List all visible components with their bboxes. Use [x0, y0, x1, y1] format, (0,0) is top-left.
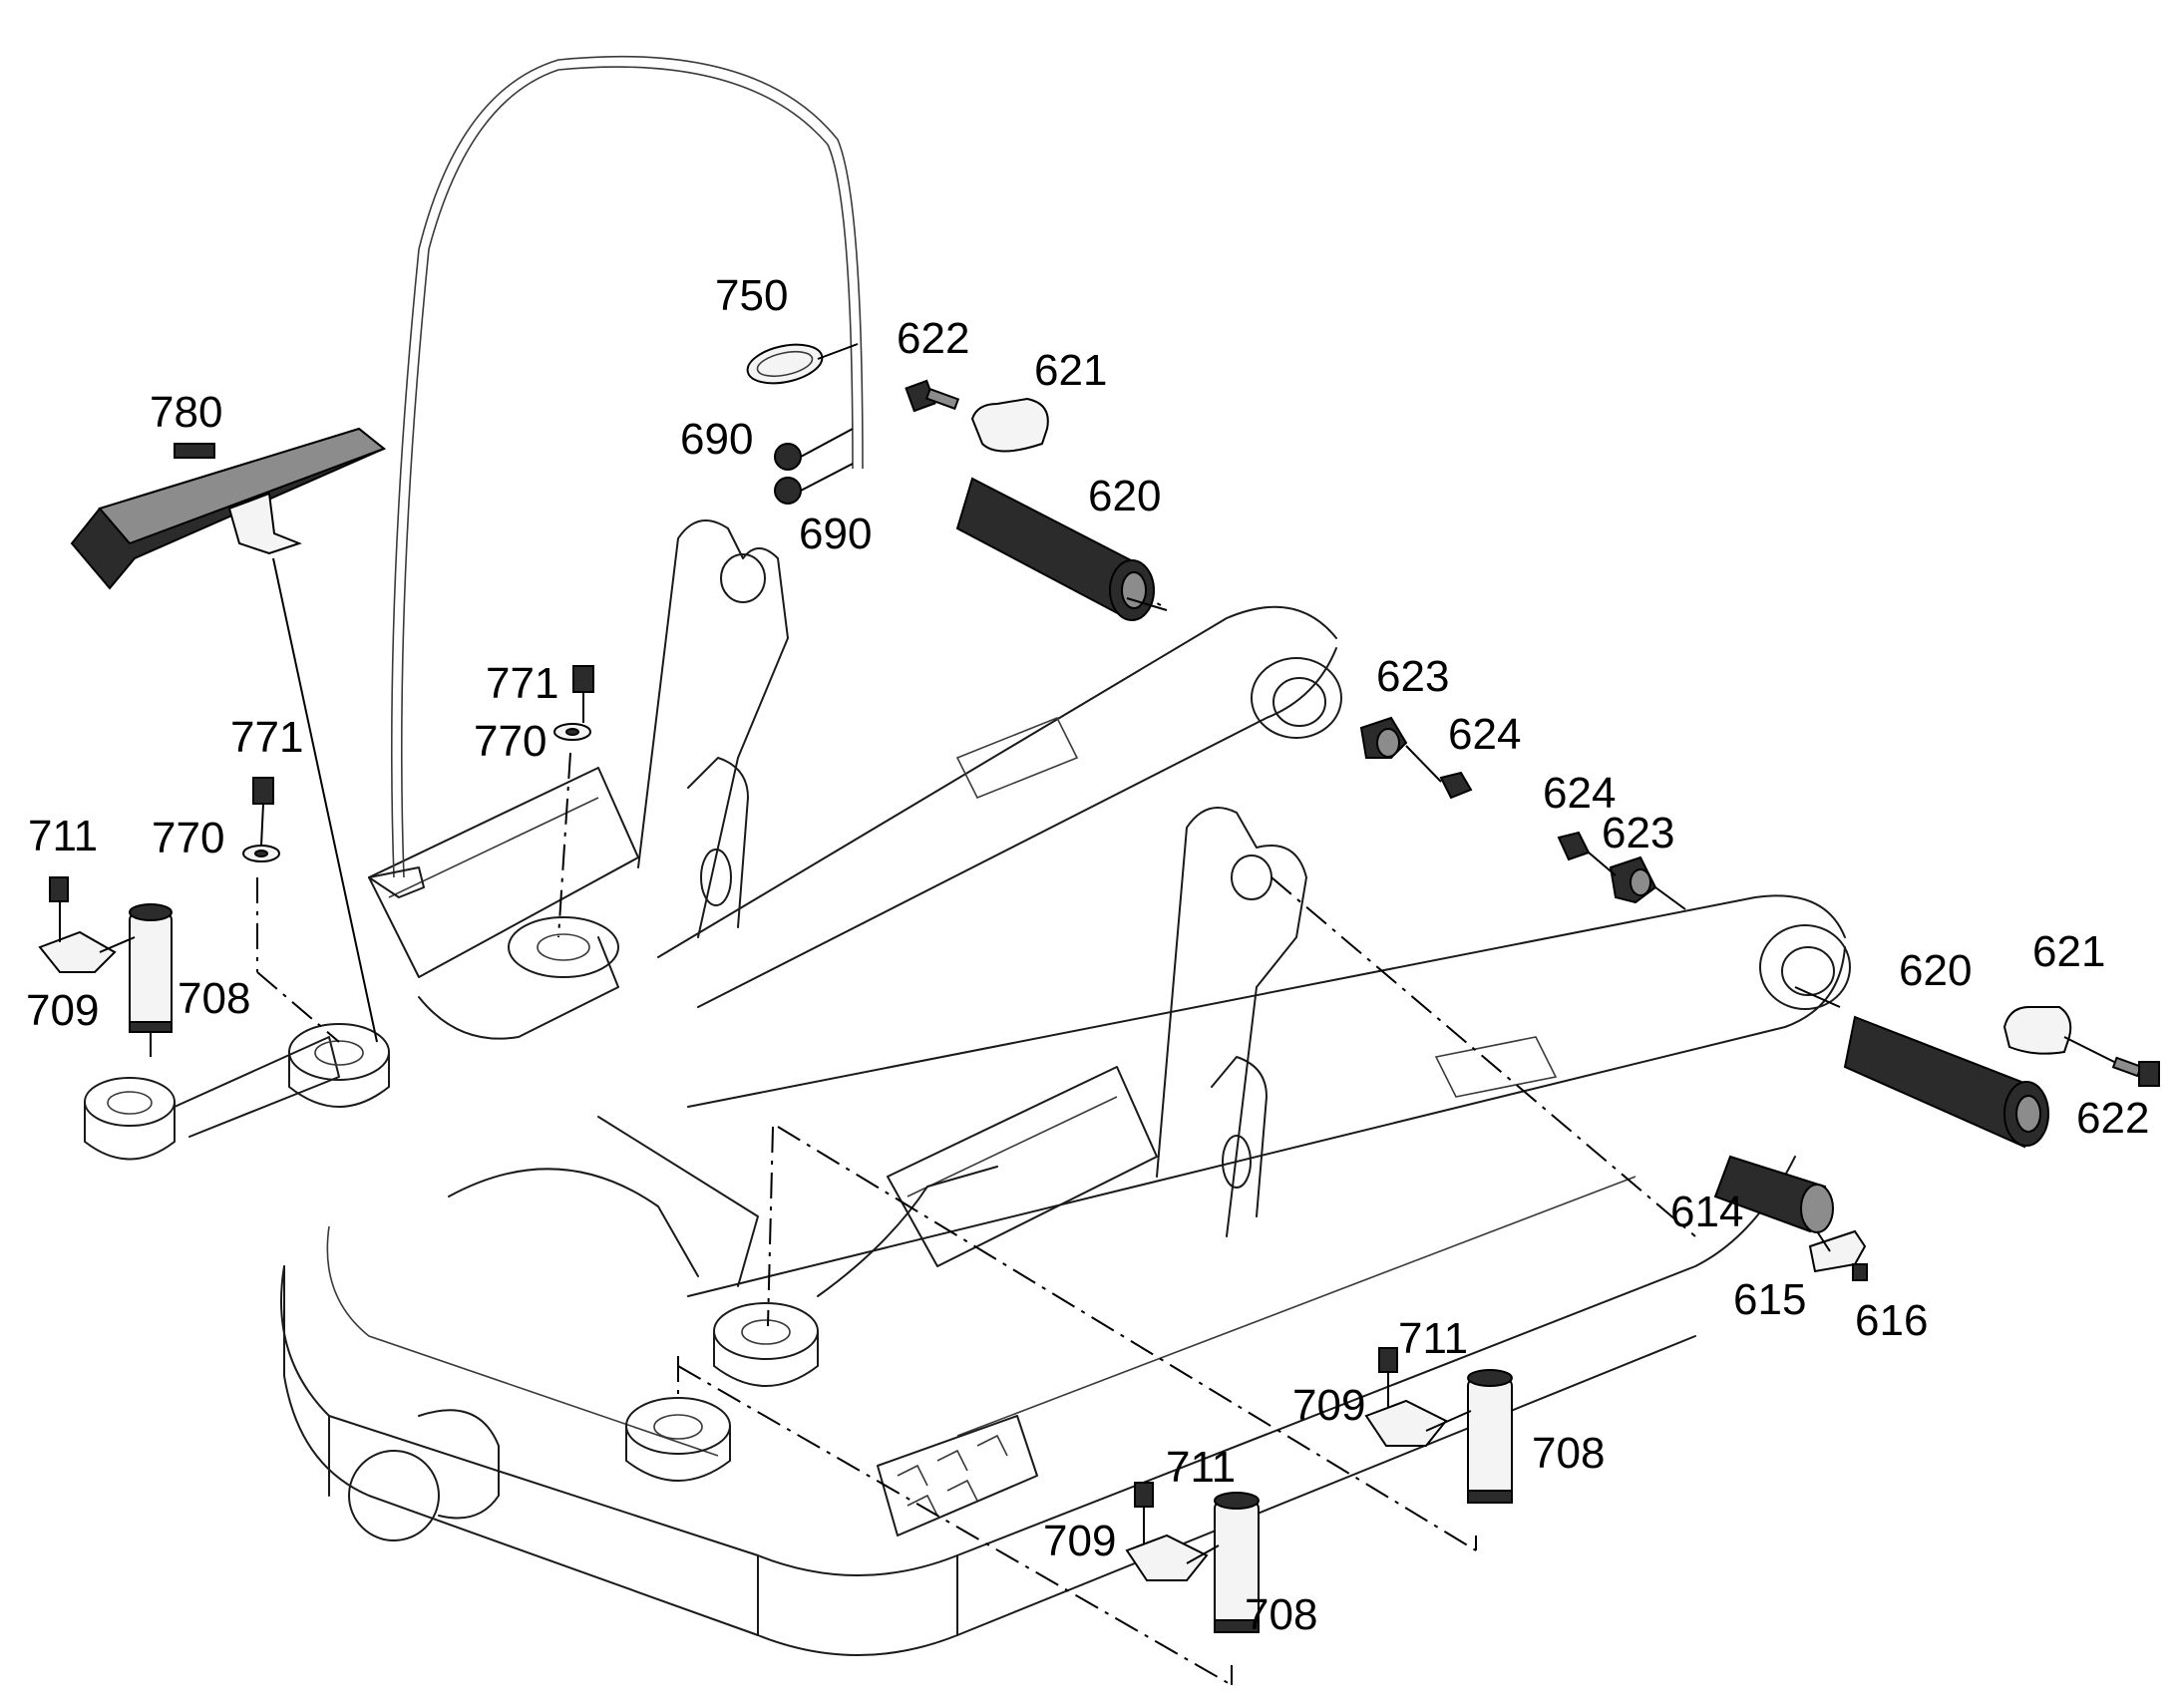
callout-690: 690 — [799, 510, 872, 558]
callout-615: 615 — [1733, 1275, 1806, 1324]
callout-621: 621 — [2032, 927, 2105, 976]
callout-622: 622 — [2076, 1094, 2149, 1143]
callout-620: 620 — [1899, 946, 1972, 995]
part-708-set-bottom — [1125, 1482, 1260, 1633]
callout-708: 708 — [1245, 1590, 1317, 1639]
part-708-set-middle — [1364, 1347, 1513, 1504]
callout-708: 708 — [1532, 1429, 1605, 1478]
callout-623: 623 — [1602, 809, 1674, 857]
callout-621: 621 — [1034, 346, 1107, 395]
part-620-pin-right — [1843, 1015, 2049, 1149]
callout-623: 623 — [1376, 652, 1449, 701]
callout-770: 770 — [152, 814, 224, 862]
callout-711: 711 — [1398, 1314, 1468, 1363]
callout-709: 709 — [26, 986, 99, 1035]
chassis-frame — [84, 519, 1851, 1656]
cable-750 — [390, 55, 864, 878]
part-771-770-left — [242, 777, 280, 862]
callout-616: 616 — [1855, 1296, 1928, 1345]
part-614-spacer — [1713, 1155, 1834, 1233]
callout-624: 624 — [1543, 769, 1616, 818]
part-622-bolt-top — [905, 379, 960, 413]
callout-labels: 750 622 621 690 690 620 780 771 770 771 … — [26, 271, 2149, 1639]
callout-690: 690 — [680, 415, 753, 464]
callout-771: 771 — [486, 659, 558, 708]
part-780-tray — [70, 427, 387, 590]
callout-780: 780 — [150, 388, 222, 437]
callout-771: 771 — [230, 713, 303, 762]
callout-708: 708 — [178, 974, 250, 1023]
callout-709: 709 — [1043, 1517, 1116, 1565]
part-621-plate-top — [970, 397, 1049, 453]
callout-624: 624 — [1448, 710, 1521, 759]
callout-770: 770 — [474, 717, 546, 766]
part-622-bolt-right — [2111, 1056, 2160, 1087]
part-620-pin-top — [955, 477, 1155, 621]
callout-750: 750 — [715, 271, 788, 320]
callout-711: 711 — [28, 812, 98, 860]
callout-614: 614 — [1670, 1188, 1743, 1236]
part-690-clips — [774, 443, 802, 505]
callout-622: 622 — [897, 314, 969, 363]
part-621-plate-right — [2002, 1006, 2072, 1055]
part-750-grommet — [746, 343, 824, 385]
leader-lines — [59, 343, 2115, 1564]
part-616-screw — [1852, 1263, 1868, 1281]
part-708-set-left — [38, 876, 173, 1033]
callout-709: 709 — [1292, 1381, 1365, 1430]
callout-711: 711 — [1166, 1443, 1236, 1492]
part-624-623-lower — [1557, 831, 1657, 904]
part-771-770-top — [553, 665, 594, 741]
part-615-plate — [1808, 1229, 1867, 1273]
part-623-624-upper — [1359, 716, 1473, 800]
callout-620: 620 — [1088, 472, 1161, 520]
